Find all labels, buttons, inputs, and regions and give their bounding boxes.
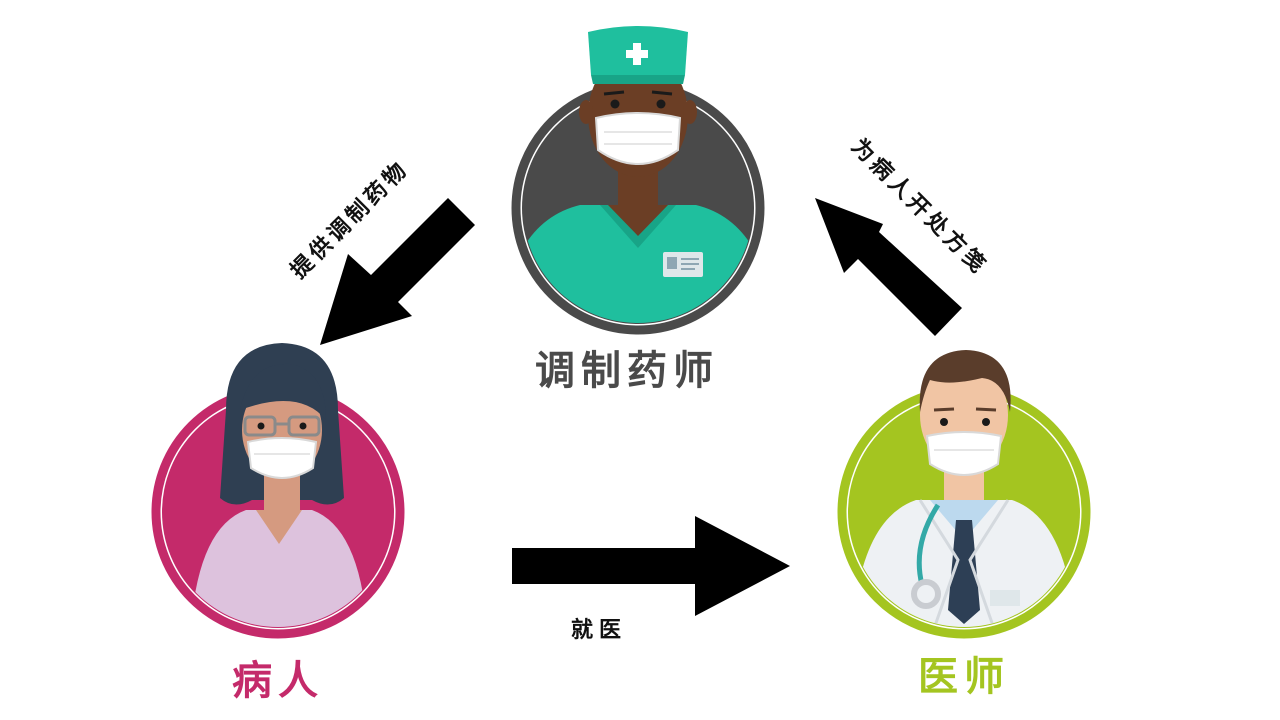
glasses-icon — [243, 415, 277, 437]
necktie — [948, 520, 980, 624]
arrow-visit — [512, 516, 790, 616]
face-mask — [594, 112, 682, 165]
patient-avatar — [190, 510, 368, 627]
edge-label-visit: 就医 — [571, 618, 628, 643]
arrow-prescribe — [815, 198, 962, 336]
pharmacist-node — [511, 26, 765, 335]
face-mask — [925, 431, 1003, 476]
pharmacist-label: 调制药师 — [535, 348, 719, 394]
pharmacist-avatar — [523, 205, 753, 323]
patient-node — [151, 343, 405, 639]
doctor-avatar — [852, 499, 1076, 627]
face-mask — [246, 437, 318, 479]
doctor-node — [837, 350, 1091, 639]
patient-label: 病人 — [232, 658, 324, 704]
arrow-provide — [320, 198, 475, 345]
doctor-label: 医师 — [918, 654, 1010, 700]
stethoscope-icon — [916, 503, 941, 586]
doctor-hair — [919, 350, 1011, 412]
